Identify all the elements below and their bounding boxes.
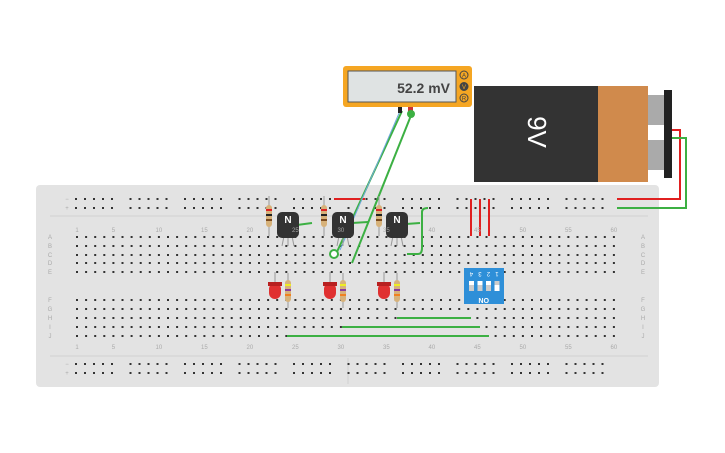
battery-negative-wire[interactable]	[617, 137, 687, 209]
board-label: F	[641, 298, 645, 304]
board-label: 15	[201, 345, 208, 351]
board-label: 30	[338, 228, 345, 234]
dip-number: 3	[478, 270, 482, 276]
board-label: 1	[75, 228, 79, 234]
board-label: −	[65, 362, 69, 368]
npn-transistor	[386, 212, 408, 238]
board-label: 20	[247, 228, 254, 234]
board-label: 30	[338, 345, 345, 351]
board-label: 45	[474, 228, 481, 234]
battery-label: 9V	[522, 116, 552, 148]
multimeter[interactable]: 52.2 mV AVR	[343, 66, 472, 118]
dip-on-label: ON	[479, 296, 490, 303]
mode-label: A	[462, 74, 466, 80]
board-label: D	[48, 261, 53, 267]
board-label: 60	[611, 345, 618, 351]
battery-positive-wire[interactable]	[617, 129, 681, 200]
board-label: I	[642, 325, 644, 331]
board-label: D	[641, 261, 646, 267]
npn-transistor	[332, 212, 354, 238]
transistor-label: N	[339, 215, 346, 226]
board-label: I	[49, 325, 51, 331]
dip-number: 2	[486, 270, 490, 276]
transistor-label: N	[284, 215, 291, 226]
board-label: G	[48, 307, 53, 313]
board-label: 35	[383, 345, 390, 351]
dip-number: 4	[469, 270, 473, 276]
transistor-label: N	[393, 215, 400, 226]
dip-number: 1	[495, 270, 499, 276]
board-label: 50	[520, 228, 527, 234]
resistors[interactable]	[266, 196, 382, 236]
board-label: +	[65, 206, 69, 212]
board-label: 55	[565, 345, 572, 351]
board-label: −	[65, 197, 69, 203]
board-label: J	[642, 334, 645, 340]
board-label: 45	[474, 345, 481, 351]
breadboard[interactable]	[36, 185, 659, 387]
mode-r-button[interactable]	[459, 93, 469, 103]
board-label: 25	[292, 345, 299, 351]
board-label: 10	[156, 345, 163, 351]
red-led	[378, 283, 390, 299]
board-label: E	[641, 270, 645, 276]
multimeter-reading: 52.2 mV	[397, 80, 451, 96]
mode-a-button[interactable]	[459, 70, 469, 80]
board-label: C	[641, 253, 646, 259]
board-label: 55	[565, 228, 572, 234]
board-label: F	[48, 298, 52, 304]
board-label: A	[641, 235, 645, 241]
board-label: 5	[112, 345, 116, 351]
probe-end[interactable]	[329, 249, 339, 259]
board-label: H	[641, 316, 645, 322]
board-label: 1	[75, 345, 79, 351]
board-label: 50	[520, 345, 527, 351]
board-label: J	[49, 334, 52, 340]
mode-v-button[interactable]	[459, 82, 469, 91]
mode-label: V	[462, 85, 466, 91]
probe-positive[interactable]	[407, 110, 415, 118]
board-label: 40	[429, 345, 436, 351]
board-label: C	[48, 253, 53, 259]
board-label: +	[65, 371, 69, 377]
board-label: 60	[611, 228, 618, 234]
dip-toggle-1[interactable]	[494, 281, 500, 291]
leds[interactable]	[268, 272, 400, 308]
board-label: B	[48, 244, 52, 250]
red-led	[269, 283, 281, 299]
board-label: B	[641, 244, 645, 250]
board-label: G	[641, 307, 646, 313]
npn-transistor	[277, 212, 299, 238]
board-label: 25	[292, 228, 299, 234]
board-label: 5	[112, 228, 116, 234]
board-label: 40	[429, 228, 436, 234]
battery-9v[interactable]: 9V	[474, 86, 672, 182]
board-label: 10	[156, 228, 163, 234]
board-label: E	[48, 270, 52, 276]
board-label: 15	[201, 228, 208, 234]
board-label: 20	[247, 345, 254, 351]
red-led	[324, 283, 336, 299]
mode-label: R	[462, 97, 467, 103]
board-label: A	[48, 235, 52, 241]
board-label: 35	[383, 228, 390, 234]
board-label: H	[48, 316, 52, 322]
